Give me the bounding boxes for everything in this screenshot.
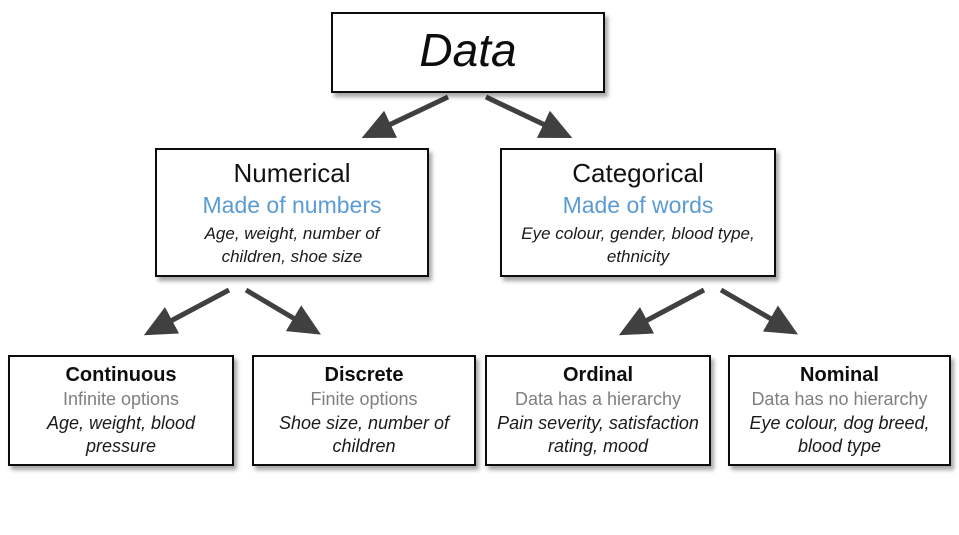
node-categorical-examples: Eye colour, gender, blood type, ethnicit… [521,224,755,266]
node-continuous: Continuous Infinite options Age, weight,… [8,355,234,466]
node-numerical-title: Numerical [233,158,351,189]
node-continuous-title: Continuous [65,364,177,387]
node-discrete-examples: Shoe size, number of children [278,412,450,457]
node-continuous-examples: Age, weight, blood pressure [46,412,196,457]
arrow-numerical-to-discrete [244,287,322,335]
arrow-numerical-to-continuous [143,287,231,336]
node-discrete-description: Finite options [310,389,418,410]
arrow-data-to-numerical [361,94,450,139]
node-categorical-title: Categorical [572,158,704,189]
arrow-data-to-categorical [484,94,573,139]
node-nominal: Nominal Data has no hierarchy Eye colour… [728,355,951,466]
arrow-categorical-to-ordinal [618,287,706,336]
node-nominal-description: Data has no hierarchy [751,389,928,410]
node-categorical-subtitle: Made of words [562,192,714,219]
arrow-categorical-to-nominal [719,287,799,335]
node-numerical-examples: Age, weight, number of children, shoe si… [204,224,380,266]
node-numerical-subtitle: Made of numbers [202,192,382,219]
node-ordinal: Ordinal Data has a hierarchy Pain severi… [485,355,711,466]
node-ordinal-examples: Pain severity, satisfaction rating, mood [497,412,699,457]
node-discrete: Discrete Finite options Shoe size, numbe… [252,355,476,466]
node-ordinal-description: Data has a hierarchy [514,389,682,410]
node-nominal-examples: Eye colour, dog breed, blood type [749,412,930,457]
node-data: Data [331,12,605,93]
node-numerical: Numerical Made of numbers Age, weight, n… [155,148,429,277]
node-categorical: Categorical Made of words Eye colour, ge… [500,148,776,277]
node-discrete-title: Discrete [324,364,404,387]
node-continuous-description: Infinite options [62,389,180,410]
node-nominal-title: Nominal [800,364,879,387]
node-ordinal-title: Ordinal [562,364,633,387]
node-data-title: Data [419,23,517,76]
